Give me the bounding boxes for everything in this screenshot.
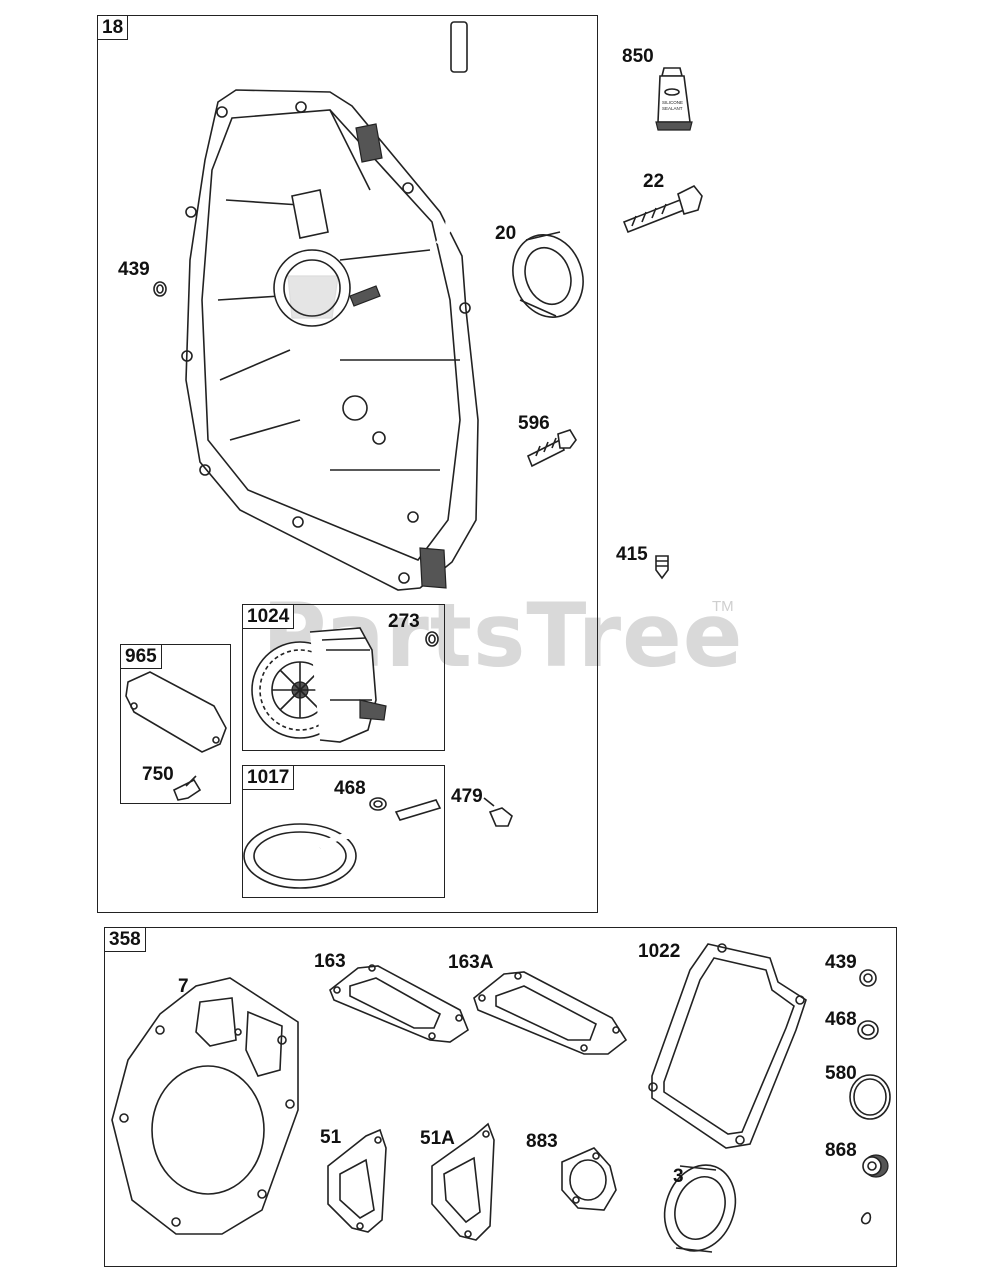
label-163a[interactable]: 163A — [448, 952, 494, 973]
label-850[interactable]: 850 — [622, 46, 654, 67]
box-oil-pump: 1024 — [242, 604, 445, 751]
label-868[interactable]: 868 — [825, 1140, 857, 1161]
label-415[interactable]: 415 — [616, 544, 648, 565]
oring-set-drawing[interactable] — [857, 1020, 879, 1040]
box-label-358[interactable]: 358 — [105, 928, 146, 952]
head-gasket-drawing[interactable] — [111, 977, 299, 1235]
label-7[interactable]: 7 — [178, 976, 189, 997]
label-20[interactable]: 20 — [495, 223, 517, 244]
label-439-left[interactable]: 439 — [118, 259, 150, 280]
label-3[interactable]: 3 — [673, 1166, 684, 1187]
label-51a[interactable]: 51A — [420, 1128, 455, 1149]
label-580[interactable]: 580 — [825, 1063, 857, 1084]
screw-cover-drawing[interactable] — [172, 775, 202, 801]
seal-3-drawing[interactable] — [653, 1155, 747, 1261]
box-label-1024[interactable]: 1024 — [243, 605, 295, 629]
label-439-set[interactable]: 439 — [825, 952, 857, 973]
gasket-163-drawing[interactable] — [329, 964, 469, 1043]
box-cover: 965 — [120, 644, 231, 804]
watermark-trademark: TM — [712, 598, 734, 615]
bolt-long-drawing[interactable] — [622, 184, 703, 234]
label-596[interactable]: 596 — [518, 413, 550, 434]
clip-drawing — [860, 1212, 872, 1225]
box-crankcase-cover: 18 — [97, 15, 598, 913]
box-label-18[interactable]: 18 — [98, 16, 129, 40]
gasket-883-drawing[interactable] — [561, 1147, 617, 1211]
box-label-965[interactable]: 965 — [121, 645, 162, 669]
box-pickup: 1017 — [242, 765, 445, 898]
sealant-tube-text-1: SILICONE — [662, 100, 683, 105]
gasket-163a-drawing[interactable] — [473, 971, 628, 1055]
oring-pickup-drawing[interactable] — [369, 797, 387, 811]
seal-drawing[interactable] — [502, 225, 595, 327]
label-750[interactable]: 750 — [142, 764, 174, 785]
gasket-51a-drawing[interactable] — [431, 1122, 495, 1241]
box-gasket-set: 358 — [104, 927, 897, 1267]
sealant-tube-drawing[interactable] — [655, 67, 693, 131]
gasket-1022-drawing[interactable] — [648, 943, 807, 1149]
label-883[interactable]: 883 — [526, 1131, 558, 1152]
sealant-tube-text-2: SEALANT — [662, 106, 683, 111]
label-468-pickup[interactable]: 468 — [334, 778, 366, 799]
label-479[interactable]: 479 — [451, 786, 483, 807]
plug-drawing[interactable] — [655, 555, 669, 580]
bolt-short-drawing[interactable] — [526, 429, 577, 468]
screw-pickup-drawing[interactable] — [483, 797, 513, 827]
label-51[interactable]: 51 — [320, 1127, 342, 1148]
box-label-1017[interactable]: 1017 — [243, 766, 295, 790]
cover-plate-drawing[interactable] — [125, 671, 227, 753]
oring-580-drawing[interactable] — [849, 1074, 891, 1120]
oil-pickup-drawing[interactable] — [243, 799, 442, 889]
label-22[interactable]: 22 — [643, 171, 665, 192]
seal-868-drawing[interactable] — [862, 1154, 889, 1178]
crankcase-cover-drawing[interactable] — [181, 21, 479, 591]
washer-left-drawing[interactable] — [153, 281, 167, 297]
label-1022[interactable]: 1022 — [638, 941, 681, 962]
label-163[interactable]: 163 — [314, 951, 346, 972]
oil-pump-drawing[interactable] — [251, 627, 387, 743]
washer-set-drawing[interactable] — [859, 969, 877, 987]
label-273[interactable]: 273 — [388, 611, 420, 632]
gasket-51-drawing[interactable] — [327, 1128, 387, 1233]
oring-pump-drawing[interactable] — [425, 631, 439, 647]
label-468-set[interactable]: 468 — [825, 1009, 857, 1030]
